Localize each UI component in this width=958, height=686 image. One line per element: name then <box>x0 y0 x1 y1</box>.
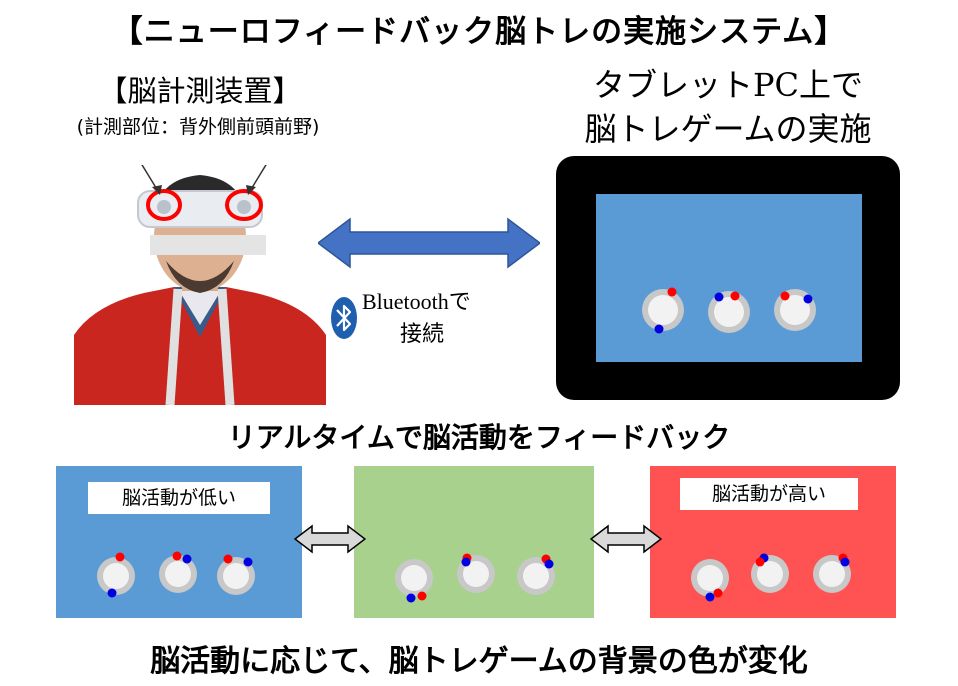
color-change-caption: 脳活動に応じて、脳トレゲームの背景の色が変化 <box>150 644 808 679</box>
person-photo <box>74 165 326 405</box>
tablet-caption-line2: 脳トレゲームの実施 <box>584 110 872 148</box>
bidirectional-arrow <box>316 217 542 269</box>
double-arrow-mid-high <box>589 524 663 554</box>
panel-high-activity: 脳活動が高い <box>650 466 896 618</box>
diagram-title: 【ニューロフィードバック脳トレの実施システム】 <box>111 14 847 50</box>
panel-low-activity: 脳活動が低い <box>56 466 302 618</box>
tablet-caption-line1: タブレットPC上で <box>592 66 864 104</box>
panel-mid-activity <box>354 466 600 618</box>
tablet-device <box>556 156 900 400</box>
bluetooth-label-line2: 接続 <box>400 321 445 346</box>
panel-high-label: 脳活動が高い <box>711 483 826 505</box>
bluetooth-icon <box>330 296 358 340</box>
game-target-2 <box>708 291 750 333</box>
bluetooth-label: Bluetoothで 接続 <box>362 286 471 350</box>
device-title: 【脳計測装置】 <box>98 74 302 108</box>
device-subtitle: (計測部位：背外側前頭前野) <box>76 116 320 138</box>
panel-low-label: 脳活動が低い <box>121 487 236 509</box>
game-target-1 <box>642 287 684 334</box>
bluetooth-label-line1: Bluetoothで <box>362 289 471 314</box>
person-illustration <box>74 165 326 405</box>
game-target-3 <box>774 289 816 331</box>
feedback-caption: リアルタイムで脳活動をフィードバック <box>227 421 731 454</box>
double-arrow-low-mid <box>293 524 367 554</box>
tablet-caption: タブレットPC上で 脳トレゲームの実施 <box>548 63 908 151</box>
tablet-screen <box>596 194 862 362</box>
